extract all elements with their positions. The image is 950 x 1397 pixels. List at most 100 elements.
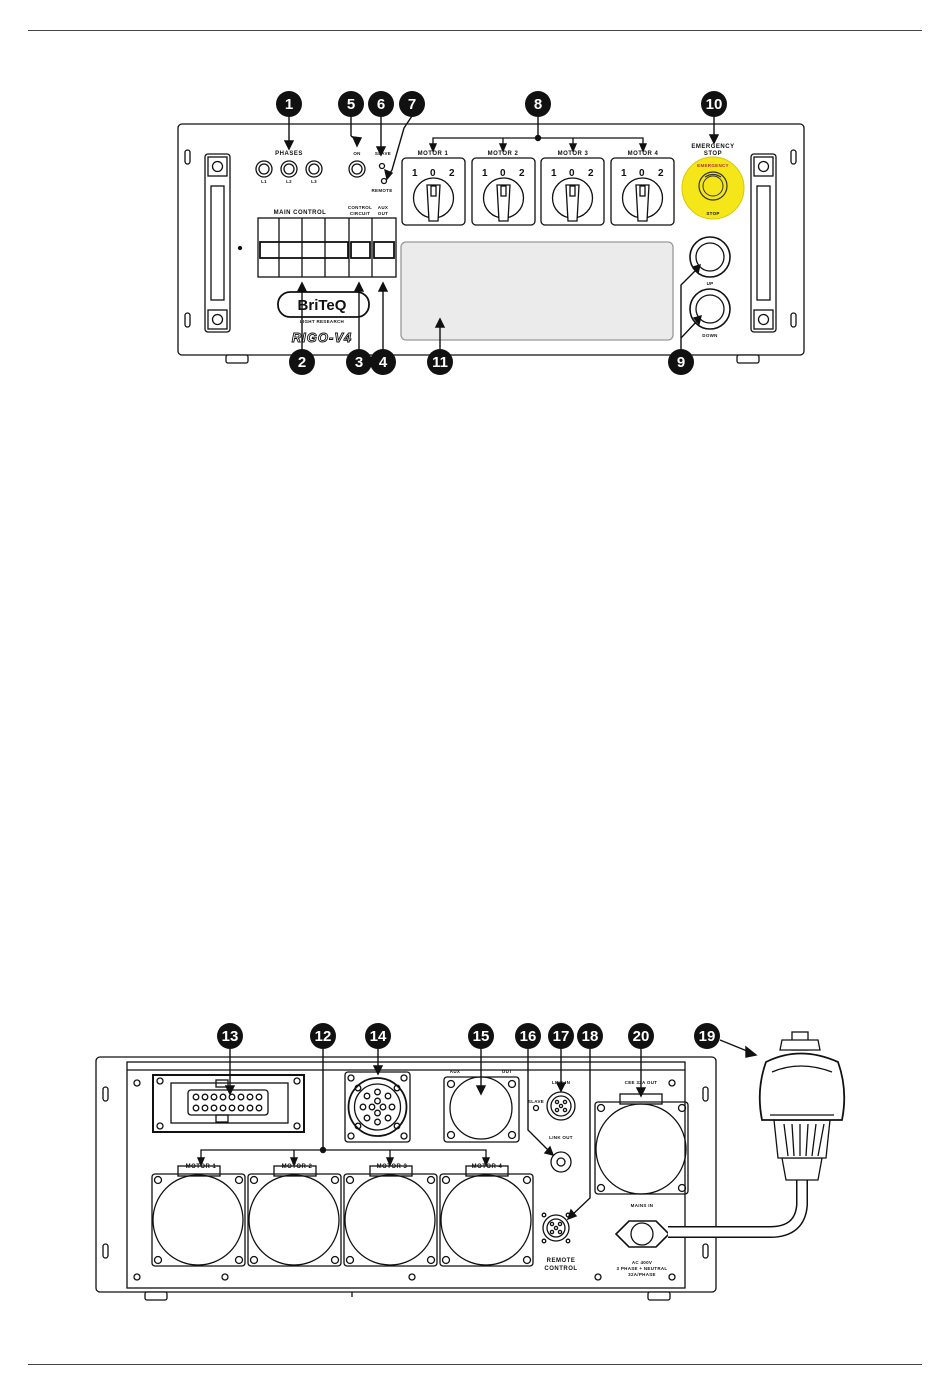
on-indicator <box>348 160 366 178</box>
motor-output-sockets <box>151 1165 534 1267</box>
svg-text:8: 8 <box>534 96 542 113</box>
svg-text:0: 0 <box>430 168 436 179</box>
svg-text:18: 18 <box>582 1028 599 1045</box>
svg-text:19: 19 <box>699 1028 716 1045</box>
svg-text:7: 7 <box>408 96 416 113</box>
svg-text:1: 1 <box>285 96 293 113</box>
mains-cable-plug <box>668 1031 846 1238</box>
svg-text:6: 6 <box>377 96 385 113</box>
svg-text:MOTOR 3: MOTOR 3 <box>558 151 589 157</box>
svg-text:SLAVE: SLAVE <box>375 151 391 156</box>
svg-text:AUX: AUX <box>450 1069 460 1074</box>
front-panel <box>177 123 805 364</box>
svg-text:MOTOR 2: MOTOR 2 <box>282 1164 313 1170</box>
callout-11: 11 <box>427 349 453 375</box>
rear-panel <box>95 1031 846 1301</box>
svg-text:AUX: AUX <box>378 205 388 210</box>
svg-text:9: 9 <box>677 354 685 371</box>
mains-in-gland <box>614 1220 671 1248</box>
callout-4: 4 <box>370 349 396 375</box>
callout-6: 6 <box>368 91 394 117</box>
svg-text:LIGHT RESEARCH: LIGHT RESEARCH <box>300 319 344 324</box>
svg-text:2: 2 <box>658 168 664 179</box>
svg-text:10: 10 <box>706 96 723 113</box>
svg-text:2: 2 <box>588 168 594 179</box>
svg-text:PHASES: PHASES <box>275 151 303 157</box>
callout-16: 16 <box>515 1023 541 1049</box>
svg-text:1: 1 <box>621 168 627 179</box>
svg-text:17: 17 <box>553 1028 570 1045</box>
svg-text:ON: ON <box>353 151 360 156</box>
svg-text:2: 2 <box>298 354 306 371</box>
svg-text:MOTOR 4: MOTOR 4 <box>472 1164 503 1170</box>
motor-switches <box>401 157 675 226</box>
svg-text:EMERGENCY: EMERGENCY <box>691 144 734 150</box>
svg-text:3: 3 <box>355 354 363 371</box>
svg-text:L2: L2 <box>286 179 292 184</box>
callout-13: 13 <box>217 1023 243 1049</box>
svg-text:STOP: STOP <box>706 211 719 216</box>
svg-text:0: 0 <box>569 168 575 179</box>
svg-text:CONTROL: CONTROL <box>348 205 372 210</box>
svg-text:MOTOR 1: MOTOR 1 <box>186 1164 217 1170</box>
front-labels: PHASES L1 L2 L3 ON SLAVE REMOTE MAIN CON… <box>261 144 734 345</box>
svg-text:SLAVE: SLAVE <box>528 1099 544 1104</box>
svg-text:MOTOR 1: MOTOR 1 <box>418 151 449 157</box>
top-rule <box>28 30 922 31</box>
svg-text:1: 1 <box>482 168 488 179</box>
model-name: RIGO-V4 <box>292 330 352 345</box>
rear-callouts: 13 12 14 15 16 17 18 20 19 <box>217 1023 720 1049</box>
svg-text:MOTOR 4: MOTOR 4 <box>628 151 659 157</box>
svg-text:LINK IN: LINK IN <box>552 1080 570 1085</box>
callout-9: 9 <box>668 349 694 375</box>
front-leader-lines <box>283 115 720 352</box>
rear-leader-lines <box>196 1039 758 1221</box>
svg-text:13: 13 <box>222 1028 239 1045</box>
svg-text:15: 15 <box>473 1028 490 1045</box>
emergency-stop-button <box>681 156 745 220</box>
svg-text:1: 1 <box>551 168 557 179</box>
link-out-connector <box>550 1151 572 1173</box>
callout-17: 17 <box>548 1023 574 1049</box>
front-callouts: 1 5 6 7 8 10 2 3 4 11 9 <box>276 91 727 375</box>
callout-5: 5 <box>338 91 364 117</box>
svg-text:L3: L3 <box>311 179 317 184</box>
svg-text:MOTOR 3: MOTOR 3 <box>377 1164 408 1170</box>
aux-out-socket <box>443 1076 520 1143</box>
svg-text:32A/PHASE: 32A/PHASE <box>628 1272 656 1277</box>
cee-32a-out-socket <box>594 1093 689 1195</box>
up-button <box>689 236 731 278</box>
phase-indicators <box>255 160 323 178</box>
svg-text:CEE 32A OUT: CEE 32A OUT <box>625 1080 658 1085</box>
svg-text:2: 2 <box>449 168 455 179</box>
svg-text:OUT: OUT <box>378 211 388 216</box>
callout-18: 18 <box>577 1023 603 1049</box>
slave-led <box>378 162 386 170</box>
callout-20: 20 <box>628 1023 654 1049</box>
svg-text:UP: UP <box>707 281 714 286</box>
brand-logo: BriTeQ <box>298 297 347 314</box>
svg-text:LINK OUT: LINK OUT <box>549 1135 573 1140</box>
main-control-breakers <box>257 217 397 278</box>
svg-text:STOP: STOP <box>704 151 722 157</box>
svg-text:11: 11 <box>432 354 448 371</box>
svg-text:MOTOR 2: MOTOR 2 <box>488 151 519 157</box>
svg-text:L1: L1 <box>261 179 267 184</box>
svg-text:0: 0 <box>639 168 645 179</box>
svg-text:REMOTE: REMOTE <box>547 1258 576 1264</box>
svg-text:2: 2 <box>519 168 525 179</box>
callout-2: 2 <box>289 349 315 375</box>
svg-text:REMOTE: REMOTE <box>371 188 392 193</box>
slave-led-rear <box>532 1104 540 1112</box>
remote-led <box>380 177 388 185</box>
svg-text:14: 14 <box>370 1028 387 1045</box>
callout-15: 15 <box>468 1023 494 1049</box>
bottom-rule <box>28 1364 922 1365</box>
callout-10: 10 <box>701 91 727 117</box>
svg-text:20: 20 <box>633 1028 650 1045</box>
callout-7: 7 <box>399 91 425 117</box>
svg-text:MAIN CONTROL: MAIN CONTROL <box>274 210 327 216</box>
right-handle <box>750 153 777 333</box>
svg-text:EMERGENCY: EMERGENCY <box>697 163 729 168</box>
